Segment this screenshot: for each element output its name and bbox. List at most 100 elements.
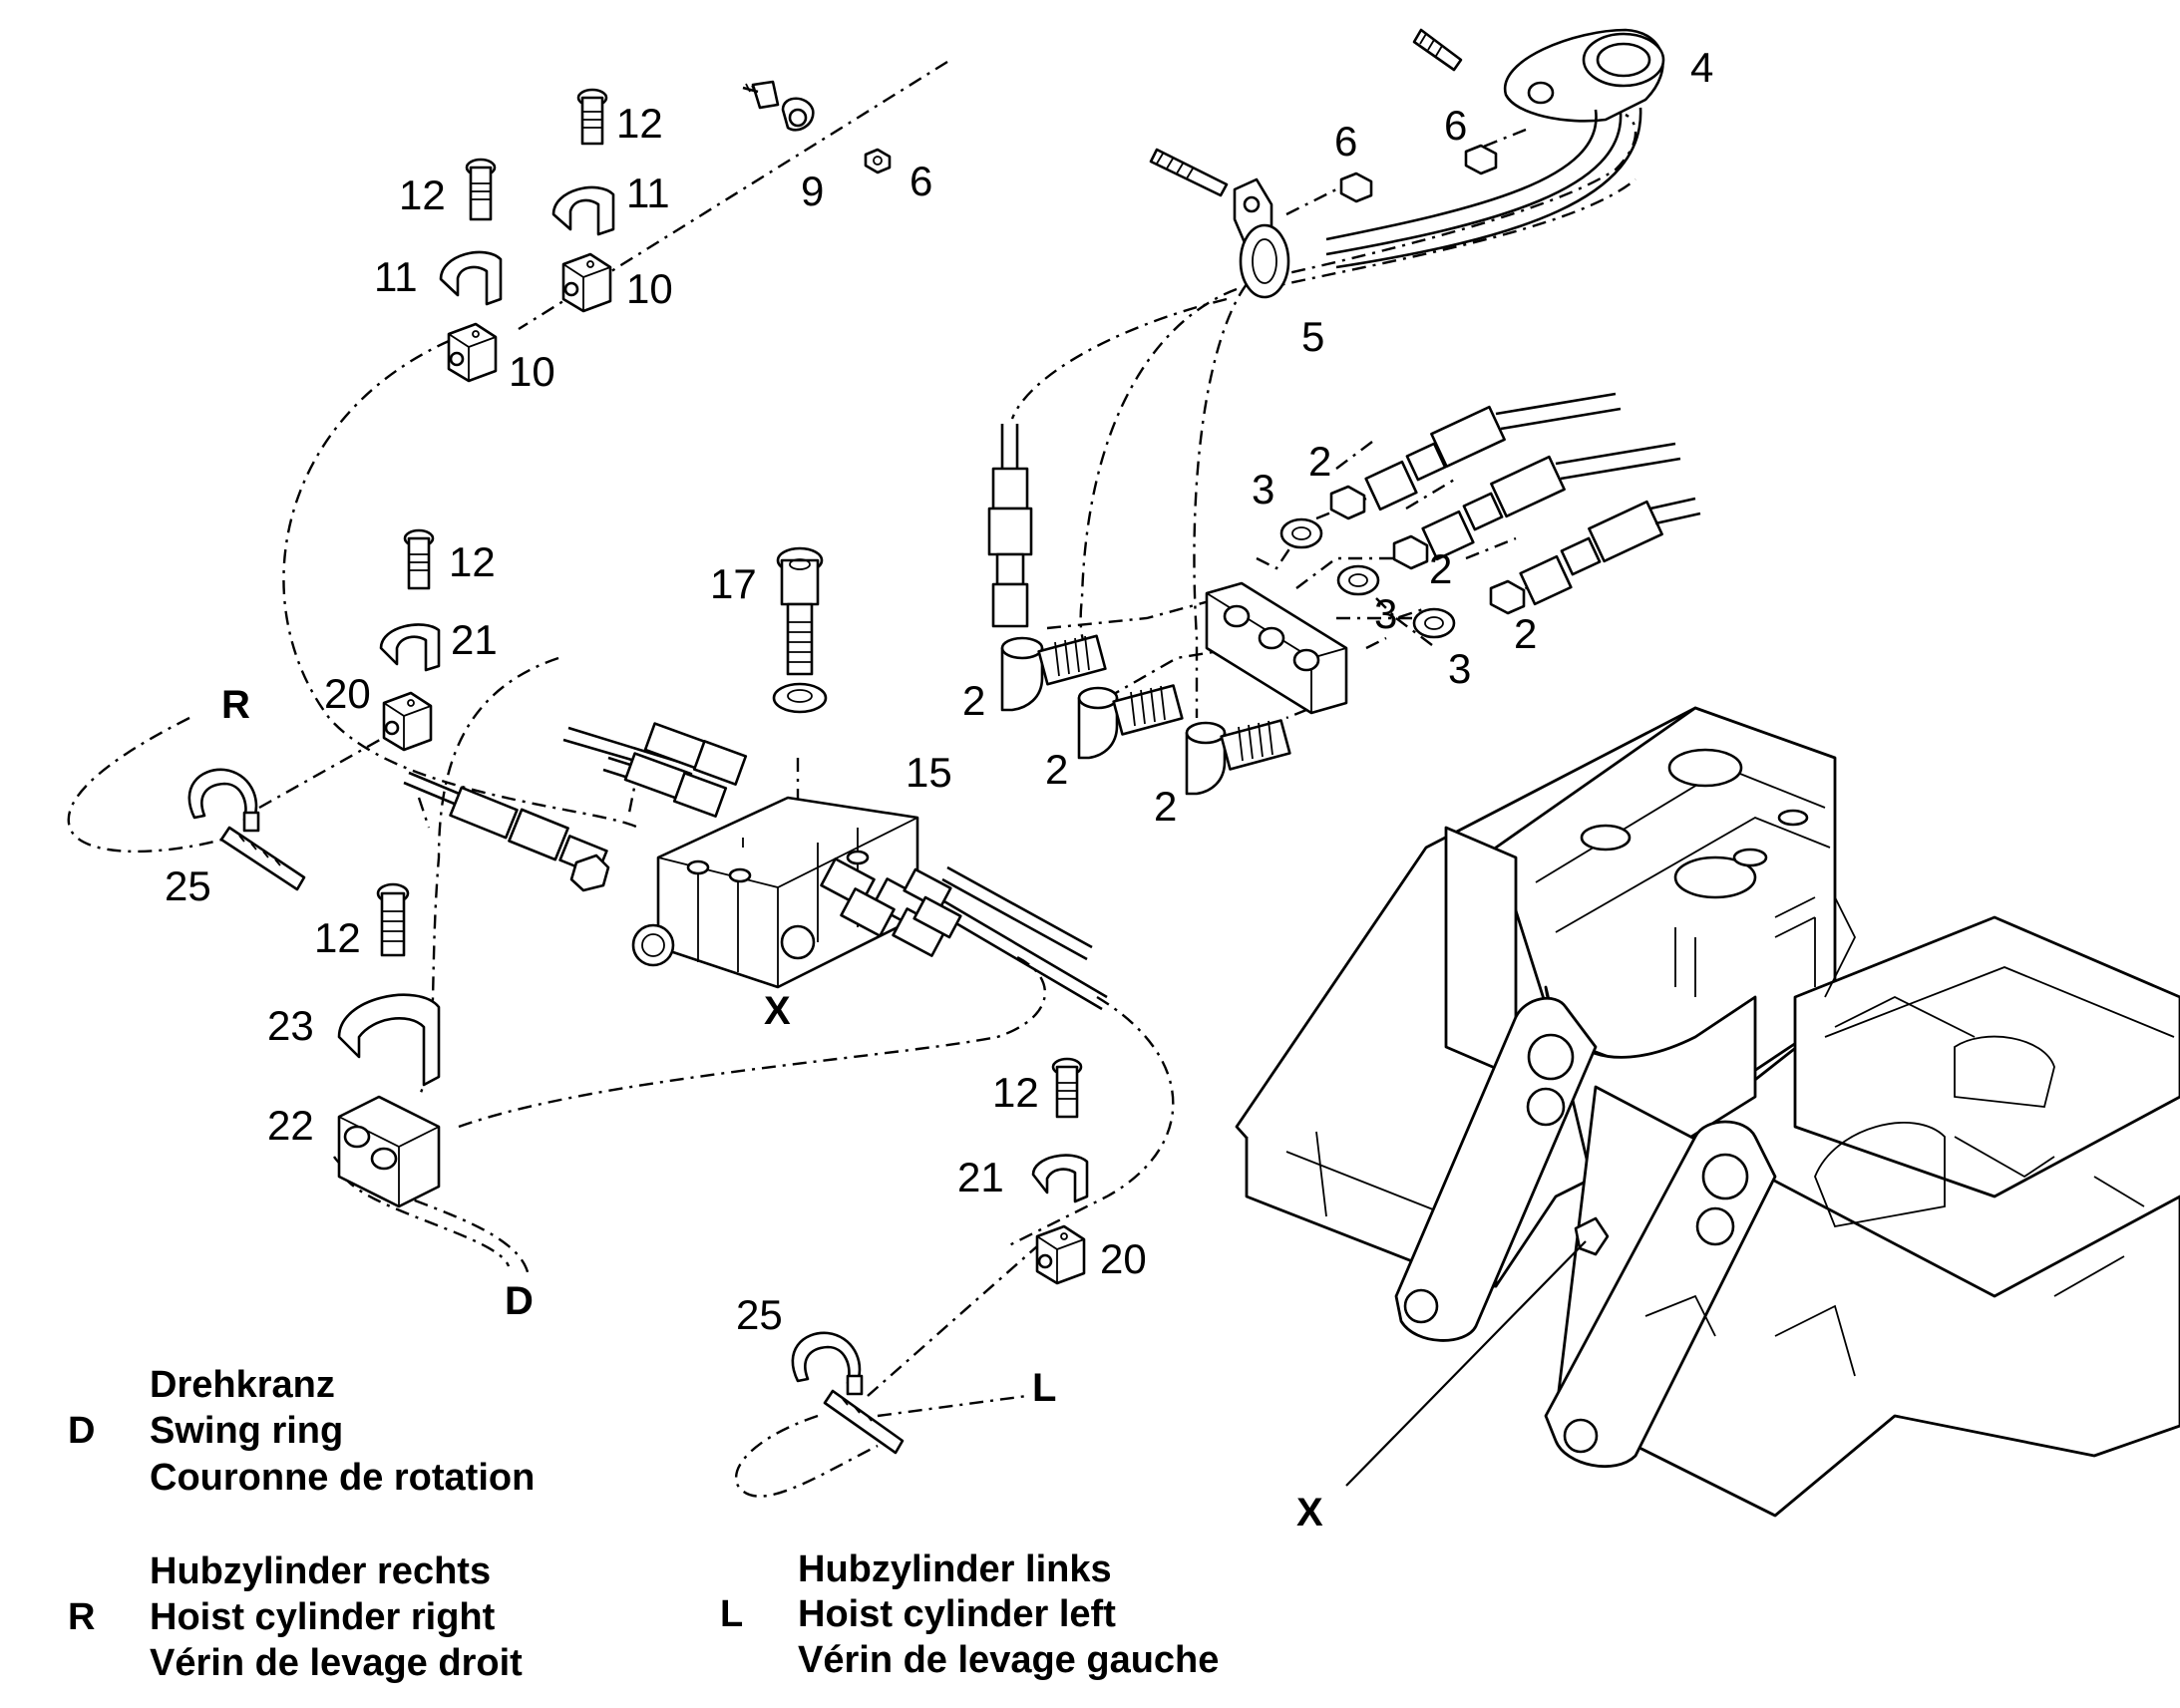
bolt-17 xyxy=(776,546,824,676)
label-3: 3 xyxy=(1448,645,1471,692)
legend-D-en: Swing ring xyxy=(150,1410,343,1452)
marker-X: X xyxy=(764,989,791,1033)
label-5: 5 xyxy=(1301,313,1324,360)
elbow-fitting-2-b xyxy=(1077,684,1184,760)
label-12: 12 xyxy=(314,914,361,961)
clamp-23 xyxy=(337,993,441,1087)
bolt-12-lower xyxy=(376,882,410,957)
clamp-11-lower xyxy=(439,250,503,306)
clamp-21-upper xyxy=(379,623,441,672)
clamp-21-lower xyxy=(1031,1154,1089,1203)
clamp-4 xyxy=(1325,28,1665,269)
label-10: 10 xyxy=(509,348,555,395)
part-labels: 12 12 11 11 10 10 9 6 6 6 4 5 2 3 2 3 2 … xyxy=(165,44,1713,1338)
marker-D: D xyxy=(505,1279,534,1323)
label-2: 2 xyxy=(1154,783,1177,830)
clamp-11-upper xyxy=(551,185,615,236)
legend-D-fr: Couronne de rotation xyxy=(150,1457,535,1499)
hose-fitting-vertical xyxy=(987,424,1033,628)
label-2: 2 xyxy=(1045,746,1068,793)
label-10: 10 xyxy=(626,265,673,312)
label-12: 12 xyxy=(616,100,663,147)
label-21: 21 xyxy=(451,616,498,663)
legend-R-de: Hubzylinder rechts xyxy=(150,1550,491,1592)
clamp-block-10-upper xyxy=(561,252,612,313)
label-17: 17 xyxy=(710,560,757,607)
label-11: 11 xyxy=(374,253,418,300)
label-23: 23 xyxy=(267,1002,314,1049)
legend-L-key: L xyxy=(720,1593,743,1635)
label-2: 2 xyxy=(1429,545,1452,592)
hose-fittings-right xyxy=(1329,392,1701,615)
elbow-fitting-2-c xyxy=(1185,719,1291,796)
routing-lines xyxy=(67,60,1637,1498)
mounting-plate xyxy=(1205,581,1348,715)
clamp-block-20-upper xyxy=(382,691,433,752)
label-6: 6 xyxy=(909,158,932,204)
bolt-12-top xyxy=(576,88,608,146)
label-25: 25 xyxy=(165,862,211,909)
label-20: 20 xyxy=(324,670,371,717)
clamp-block-20-lower xyxy=(1035,1224,1086,1285)
label-3: 3 xyxy=(1374,590,1397,637)
washers-3 xyxy=(1279,517,1456,639)
small-parts xyxy=(187,80,1089,1455)
label-2: 2 xyxy=(1514,610,1537,657)
hose-fittings-upper xyxy=(623,722,748,818)
legend-D-key: D xyxy=(68,1410,95,1452)
label-6: 6 xyxy=(1334,118,1357,165)
legend-item-D: Drehkranz D Swing ring Couronne de rotat… xyxy=(68,1364,535,1499)
x-callout-mark xyxy=(1574,1216,1610,1256)
label-25: 25 xyxy=(736,1291,783,1338)
nut-6-mid xyxy=(1339,171,1373,203)
bolt-12-left xyxy=(465,158,497,221)
nut-6-right xyxy=(1464,144,1498,175)
clip-9 xyxy=(742,80,815,132)
label-20: 20 xyxy=(1100,1235,1147,1282)
label-4: 4 xyxy=(1690,44,1713,91)
legend: Drehkranz D Swing ring Couronne de rotat… xyxy=(68,1364,1219,1684)
label-2: 2 xyxy=(962,677,985,724)
label-3: 3 xyxy=(1252,466,1274,512)
elbow-fitting-2-a xyxy=(1000,634,1107,712)
label-12: 12 xyxy=(399,171,446,218)
label-12: 12 xyxy=(449,538,496,585)
label-21: 21 xyxy=(957,1154,1004,1200)
legend-R-fr: Vérin de levage droit xyxy=(150,1642,523,1684)
valve-block-15 xyxy=(403,722,1108,1011)
marker-X: X xyxy=(1296,1491,1323,1535)
legend-item-L: Hubzylinder links L Hoist cylinder left … xyxy=(720,1548,1219,1681)
label-2: 2 xyxy=(1308,438,1331,485)
label-11: 11 xyxy=(626,170,670,216)
washer-17 xyxy=(772,682,828,714)
machine-frame xyxy=(1235,706,2180,1518)
label-12: 12 xyxy=(992,1069,1039,1116)
legend-D-de: Drehkranz xyxy=(150,1364,335,1406)
label-15: 15 xyxy=(906,749,952,796)
legend-R-key: R xyxy=(68,1596,95,1638)
marker-R: R xyxy=(221,683,250,727)
legend-L-en: Hoist cylinder left xyxy=(798,1593,1116,1635)
label-22: 22 xyxy=(267,1102,314,1149)
legend-R-en: Hoist cylinder right xyxy=(150,1596,496,1638)
bolt-12-right xyxy=(1051,1057,1083,1119)
legend-item-R: Hubzylinder rechts R Hoist cylinder righ… xyxy=(68,1550,523,1684)
hose-fitting-left xyxy=(449,786,610,892)
label-9: 9 xyxy=(801,168,824,214)
clamp-block-10-lower xyxy=(447,322,498,383)
nut-6-top-left xyxy=(864,148,892,174)
cable-tie-25-right xyxy=(791,1331,905,1455)
clamp-block-22 xyxy=(337,1095,441,1208)
legend-L-fr: Vérin de levage gauche xyxy=(798,1639,1219,1681)
clip-5 xyxy=(1149,148,1290,299)
cable-tie-25-left xyxy=(187,768,306,891)
bolt-12-middle xyxy=(403,528,435,590)
hose-assembly-right xyxy=(987,28,1701,796)
marker-L: L xyxy=(1032,1366,1056,1410)
label-6: 6 xyxy=(1444,102,1467,149)
marker-letters: R X D L X xyxy=(221,683,1323,1535)
lift-arm-left xyxy=(1394,997,1598,1342)
lift-arm-right xyxy=(1544,1120,1777,1469)
legend-L-de: Hubzylinder links xyxy=(798,1548,1112,1590)
